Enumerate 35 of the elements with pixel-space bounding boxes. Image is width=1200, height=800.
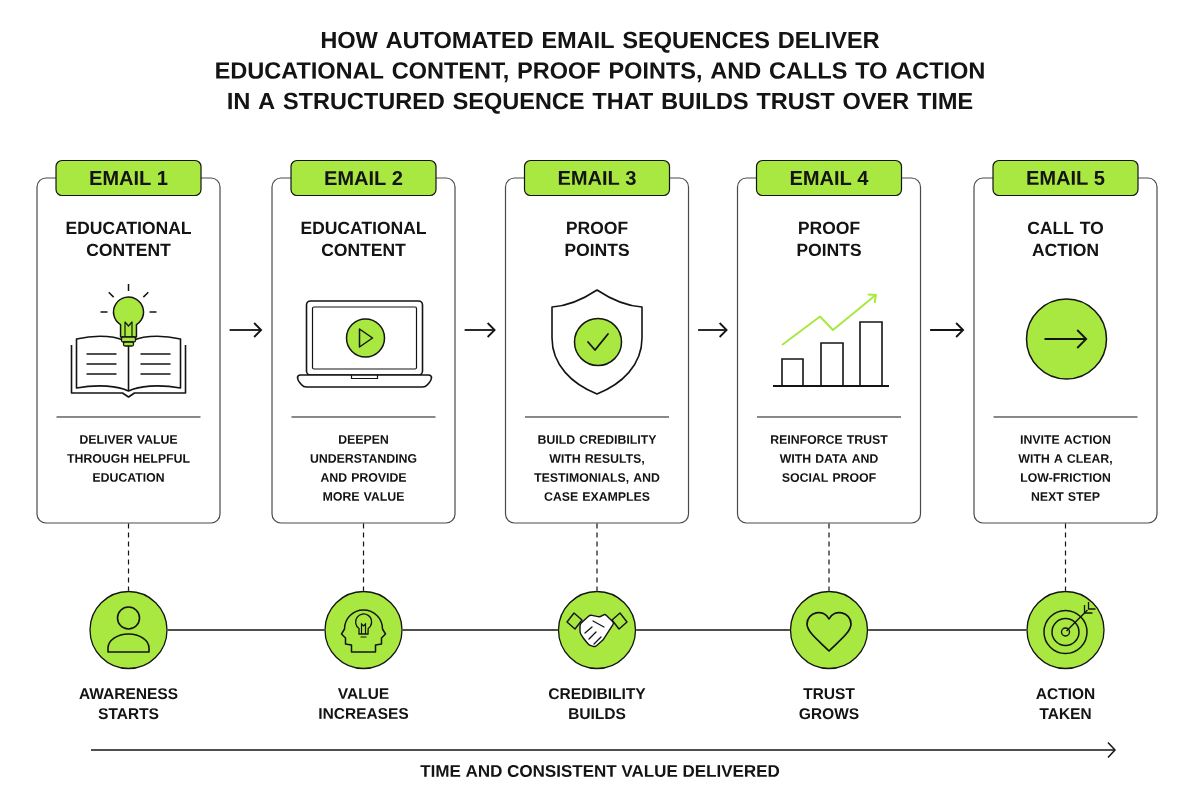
dashed-line xyxy=(596,523,598,592)
card-heading: CALL TO ACTION xyxy=(1028,221,1103,257)
card-description: DELIVER VALUE THROUGH HELPFUL EDUCATION xyxy=(67,435,190,482)
connector-line xyxy=(867,629,1028,631)
arrow xyxy=(463,322,496,338)
dashed-line xyxy=(127,523,130,592)
connector-line xyxy=(166,629,326,631)
milestone-label: CREDIBILITY BUILDS xyxy=(549,688,646,720)
connector-line xyxy=(635,629,791,631)
title: HOW AUTOMATED EMAIL SEQUENCES DELIVER EDUCATIONAL CONTENT, PROOF POINTS, AND CALLS TO ACTION IN A STRUCTURED SEQUENCE THAT BUILDS TRUST OVER TIME xyxy=(216,31,984,114)
arrow xyxy=(228,322,263,338)
milestone-label: TRUST GROWS xyxy=(799,688,859,720)
dashed-line xyxy=(828,523,830,592)
milestone-label: ACTION TAKEN xyxy=(1036,688,1095,719)
email-tab: EMAIL 3 xyxy=(523,159,671,197)
card-description: DEEPEN UNDERSTANDING AND PROVIDE MORE VALUE xyxy=(310,435,417,501)
card-description: BUILD CREDIBILITY WITH RESULTS, TESTIMONIALS, AND CASE EXAMPLES xyxy=(534,435,660,501)
arrow xyxy=(929,322,965,338)
email-tab: EMAIL 4 xyxy=(755,159,903,197)
email-tab: EMAIL 5 xyxy=(992,159,1139,197)
card-heading: PROOF POINTS xyxy=(797,221,861,257)
card-heading: PROOF POINTS xyxy=(565,221,629,257)
email-tab: EMAIL 2 xyxy=(290,159,437,197)
arrow xyxy=(697,322,728,338)
milestone-label: VALUE INCREASES xyxy=(319,688,409,719)
milestone-label: AWARENESS STARTS xyxy=(79,688,178,720)
dashed-line xyxy=(1064,523,1067,592)
connector-line xyxy=(401,629,559,631)
dashed-line xyxy=(362,523,365,592)
card-description: REINFORCE TRUST WITH DATA AND SOCIAL PROOF xyxy=(771,435,888,482)
card-heading: EDUCATIONAL CONTENT xyxy=(301,221,426,257)
axis-label: TIME AND CONSISTENT VALUE DELIVERED xyxy=(420,765,780,777)
email-tab: EMAIL 1 xyxy=(55,159,202,197)
card-description: INVITE ACTION WITH A CLEAR, LOW-FRICTION NEXT STEP xyxy=(1018,435,1112,501)
card-heading: EDUCATIONAL CONTENT xyxy=(66,221,191,257)
